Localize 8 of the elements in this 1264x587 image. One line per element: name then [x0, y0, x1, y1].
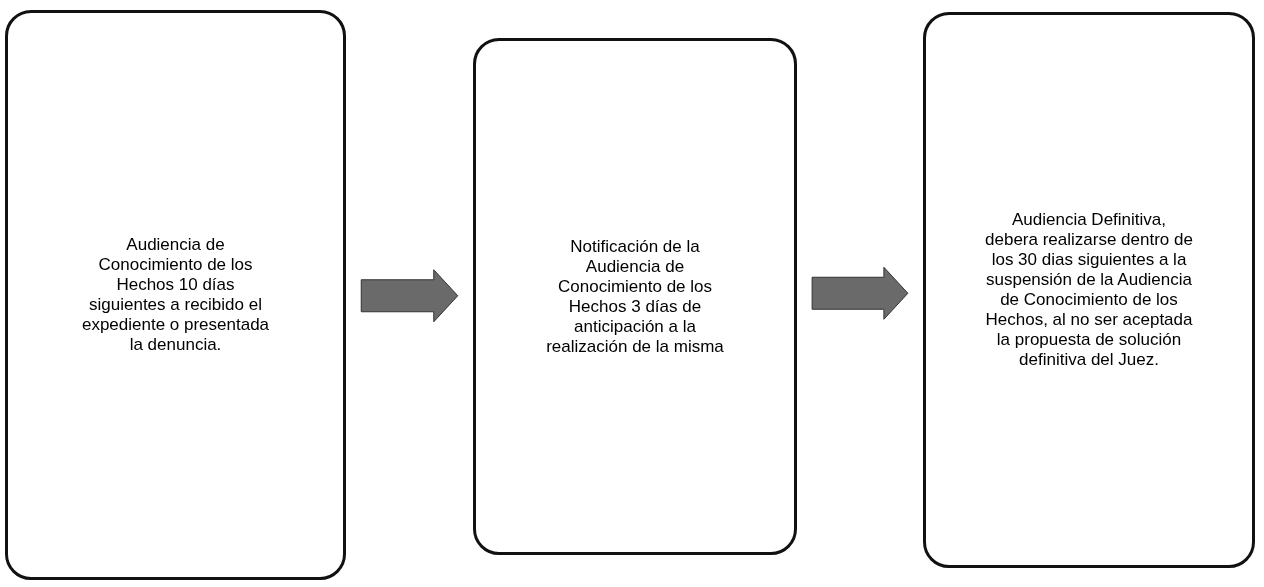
process-box — [923, 12, 1255, 568]
box-text: Audiencia de Conocimiento de los Hechos 10 días siguientes a recibido el expediente o presentada la denuncia. — [80, 235, 271, 355]
block-arrow — [360, 269, 459, 323]
process-box — [5, 10, 346, 580]
process-box — [473, 38, 797, 555]
box-text: Audiencia Definitiva, debera realizarse dentro de los 30 dias siguientes a la suspensión de la Audiencia de Conocimiento de los Hechos, al no ser aceptada la propuesta de solución definitiva del Juez. — [985, 210, 1193, 370]
block-arrow — [811, 266, 909, 320]
box-text: Notificación de la Audiencia de Conocimiento de los Hechos 3 días de anticipación a la realización de la misma — [545, 236, 725, 357]
